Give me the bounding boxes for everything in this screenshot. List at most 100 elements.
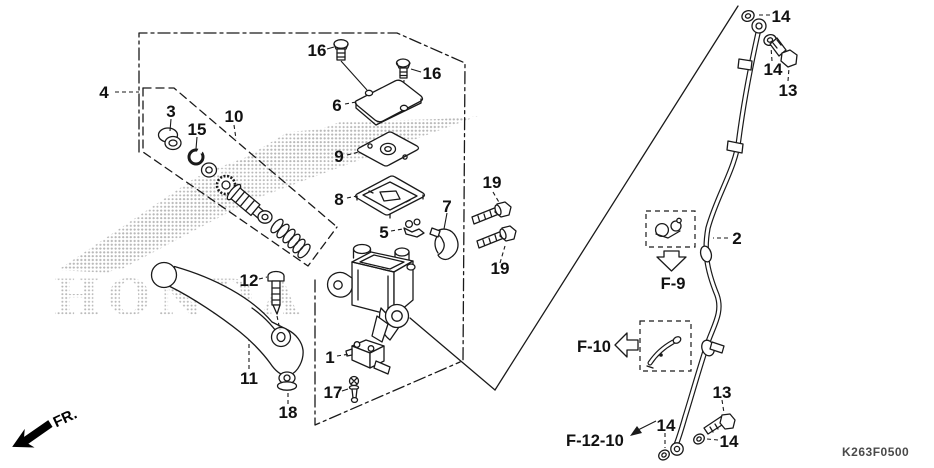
hose-clamp-mid: [701, 339, 725, 357]
brake-switch-group: [345, 339, 391, 404]
callout-4: 4: [99, 83, 109, 102]
brake-lever-group: [150, 261, 304, 391]
callout-6: 6: [332, 96, 341, 115]
piston-washer: [200, 162, 218, 178]
pivot-nut-18: [276, 371, 298, 391]
ref-f10: F-10: [577, 320, 692, 372]
callout-14c: 14: [657, 416, 676, 435]
piston-spring: [270, 218, 311, 259]
piston-band-upper-edge: [142, 87, 338, 228]
reservoir-cap-group: [333, 39, 426, 219]
f10-hose-joint-part: [646, 336, 682, 369]
ref-f1210: F-12-10: [566, 420, 657, 450]
f10-left-arrow: [614, 332, 639, 358]
callout-17: 17: [324, 383, 343, 402]
f10-dashed-box: [639, 320, 692, 372]
ref-f9: F-9: [645, 210, 696, 293]
diagram-code: K263F0500: [842, 445, 909, 459]
callout-9: 9: [334, 147, 343, 166]
clamp-ear: [326, 271, 353, 298]
lever-ball-end: [150, 261, 178, 289]
callout-13b: 13: [713, 383, 732, 402]
hose-connection-lines: [409, 5, 739, 391]
f9-label: F-9: [661, 275, 686, 293]
hose-crimp-collar: [737, 58, 753, 71]
primary-cup: [215, 174, 237, 196]
circlip-15: [187, 146, 205, 166]
callout-leaders: [169, 14, 790, 448]
callout-13a: 13: [779, 81, 798, 100]
connection-line-right: [494, 5, 739, 391]
boot-3: [157, 127, 182, 151]
callout-14b: 14: [764, 60, 783, 79]
clamp-7: [429, 227, 459, 261]
bottom-boundary: [314, 279, 461, 426]
callout-19a: 19: [483, 173, 502, 192]
callout-18: 18: [279, 403, 298, 422]
f9-clamp-part: [654, 217, 682, 239]
part-callouts: 4 16 16 6 9 8 5 7 19 19 10 3 15 12 11 18…: [99, 7, 797, 451]
f9-dashed-box: [645, 210, 696, 248]
front-marker-label: FR.: [51, 405, 80, 431]
clamp-group: [403, 201, 517, 261]
hose-grommet: [699, 245, 713, 263]
banjo-bolt-top-13: [769, 37, 798, 68]
pivot-bolt-12: [267, 270, 285, 331]
diaphragm-plate: [356, 131, 420, 167]
callout-2: 2: [732, 229, 741, 248]
callout-5: 5: [379, 223, 388, 242]
brake-hose-group: [670, 18, 767, 456]
mirror-boss: [394, 247, 410, 257]
sealing-washer-top-1: [741, 10, 755, 22]
hose-band-collar: [726, 140, 744, 154]
callout-7: 7: [442, 197, 451, 216]
sealing-washer-bottom-2: [693, 433, 705, 445]
reservoir-cap: [354, 79, 424, 126]
callout-16a: 16: [308, 41, 327, 60]
master-cylinder-body: [326, 243, 416, 343]
callout-3: 3: [166, 102, 175, 121]
wing-shape-tip: [212, 118, 470, 170]
callout-19b: 19: [491, 259, 510, 278]
bottom-banjo-hardware: [658, 413, 736, 461]
callout-12: 12: [240, 271, 259, 290]
hose-fitting-boss: [406, 263, 416, 271]
outlet-port: [371, 303, 410, 343]
brake-hose-core: [674, 31, 760, 447]
joint-piece-5: [403, 218, 425, 238]
cap-screw-right: [395, 58, 411, 107]
front-direction-marker: FR.: [12, 405, 80, 448]
callout-15: 15: [188, 120, 207, 139]
callout-8: 8: [334, 190, 343, 209]
stop-switch-1: [345, 339, 391, 375]
callout-14a: 14: [772, 7, 791, 26]
callout-10: 10: [225, 107, 244, 126]
cap-screw-left: [333, 39, 368, 91]
f9-down-arrow: [656, 250, 687, 272]
wing-shape-lower: [58, 176, 256, 273]
front-arrow-icon: [12, 420, 53, 448]
top-banjo-hardware: [741, 10, 798, 68]
callout-16b: 16: [423, 64, 442, 83]
mount-bolt-19-upper: [471, 201, 512, 225]
f1210-label: F-12-10: [566, 432, 624, 450]
sealing-washer-bottom-1: [658, 449, 670, 461]
callout-1: 1: [325, 348, 334, 367]
body-side-face: [393, 260, 414, 317]
callout-11: 11: [240, 369, 258, 388]
outer-boundary: [138, 32, 466, 363]
mount-bolt-19-lower: [476, 225, 517, 249]
callout-14d: 14: [720, 432, 739, 451]
piston-band-lower-edge: [142, 87, 338, 267]
assembly-boundary: [115, 32, 466, 426]
banjo-bolt-bottom-13: [703, 413, 736, 435]
connection-line-left: [409, 317, 496, 391]
diaphragm: [354, 175, 426, 219]
f10-label: F-10: [577, 338, 611, 356]
f1210-arrowhead: [630, 426, 642, 436]
reservoir-neck: [352, 243, 372, 255]
switch-screw-17: [348, 375, 360, 404]
secondary-cup: [257, 210, 273, 224]
